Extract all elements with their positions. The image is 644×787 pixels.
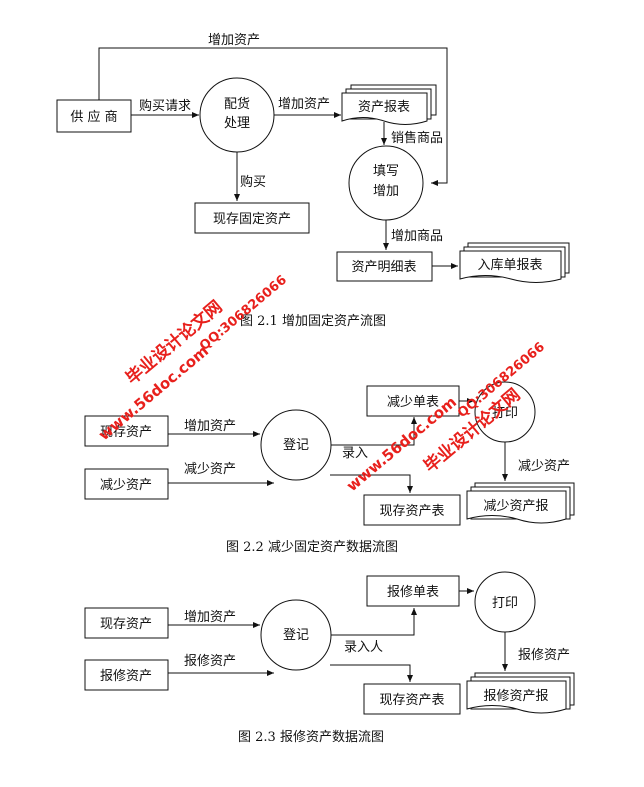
flow-add-asset-top xyxy=(98,47,448,186)
flow-to-current-table xyxy=(330,474,413,493)
current-asset-table-label: 现存资产表 xyxy=(379,504,444,519)
inbound-report-box xyxy=(459,250,562,283)
label-purchase: 购买 xyxy=(240,174,266,190)
inbound-report-label: 入库单报表 xyxy=(477,257,542,273)
print-label: 打印 xyxy=(492,406,518,421)
label-add-asset-top: 增加资产 xyxy=(208,33,260,48)
repair-form-label: 报修单表 xyxy=(387,585,439,600)
process-dispatch-line1: 配货 xyxy=(224,96,250,112)
label-record-person: 录入人 xyxy=(344,640,383,655)
supplier-label: 供 应 商 xyxy=(70,109,117,125)
reduce-assets-box xyxy=(84,468,169,500)
figure-2-3: 现存资产 报修资产 增加资产 报修资产 登记 录入人 报修单表 打印 报修资产 … xyxy=(84,571,575,745)
label-fig3-repair: 报修资产 xyxy=(184,654,236,669)
fig3-current-asset-table-box xyxy=(363,683,461,715)
label-fig3-repair2: 报修资产 xyxy=(518,648,570,663)
asset-detail-box xyxy=(336,251,433,282)
flow-fig3-to-current-table xyxy=(330,664,413,682)
label-sell-goods: 销售商品 xyxy=(391,130,443,146)
label-record: 录入 xyxy=(342,446,368,461)
repair-report-box xyxy=(466,680,567,714)
repair-report-label: 报修资产报 xyxy=(483,689,548,704)
fig3-current-assets-box xyxy=(84,607,169,639)
repair-form-box xyxy=(366,575,460,607)
figure-2-2: 现存资产 减少资产 增加资产 减少资产 登记 录入 减少单表 打印 减少资产 现… xyxy=(84,381,575,555)
fig3-current-asset-table-label: 现存资产表 xyxy=(379,693,444,708)
reduce-form-box xyxy=(366,385,460,417)
fig3-print-label: 打印 xyxy=(492,596,518,611)
label-add-asset-mid: 增加资产 xyxy=(278,97,330,112)
caption-fig-2-1: 图 2.1 增加固定资产流图 xyxy=(240,314,386,329)
current-fixed-assets-box xyxy=(194,202,310,234)
process-fill-add-line2: 增加 xyxy=(373,184,399,199)
fig3-current-assets-label: 现存资产 xyxy=(100,617,152,632)
fig3-register-label: 登记 xyxy=(283,628,309,643)
repair-assets-box xyxy=(84,659,169,691)
reduce-report-label: 减少资产报 xyxy=(483,499,548,514)
label-add-goods: 增加商品 xyxy=(391,229,443,244)
flow-to-repair-form xyxy=(331,608,417,636)
current-asset-table-box xyxy=(363,494,461,526)
register-label: 登记 xyxy=(283,438,309,453)
repair-assets-label: 报修资产 xyxy=(100,669,152,684)
process-fill-add-line1: 填写 xyxy=(373,164,399,179)
process-dispatch-line2: 处理 xyxy=(224,116,250,131)
reduce-assets-label: 减少资产 xyxy=(100,478,152,493)
label-purchase-request: 购买请求 xyxy=(139,98,191,114)
caption-fig-2-3: 图 2.3 报修资产数据流图 xyxy=(238,730,384,745)
label-fig2-reduce: 减少资产 xyxy=(184,462,236,477)
current-fixed-assets-label: 现存固定资产 xyxy=(213,212,291,227)
reduce-form-label: 减少单表 xyxy=(387,395,439,410)
label-fig2-add: 增加资产 xyxy=(184,419,236,434)
reduce-report-box xyxy=(466,490,567,524)
caption-fig-2-2: 图 2.2 减少固定资产数据流图 xyxy=(226,540,398,555)
asset-report-box xyxy=(341,92,428,125)
process-fill-add-circle xyxy=(348,145,424,221)
label-fig2-reduce2: 减少资产 xyxy=(518,459,570,474)
supplier-box xyxy=(56,99,132,133)
label-fig3-add: 增加资产 xyxy=(184,610,236,625)
asset-report-label: 资产报表 xyxy=(358,100,410,115)
asset-detail-label: 资产明细表 xyxy=(351,260,416,275)
current-assets-label: 现存资产 xyxy=(100,425,152,440)
figure-2-1: 增加资产 供 应 商 购买请求 配货 处理 增加资产 资产报表 销售商品 填写 … xyxy=(56,33,570,329)
flow-to-reduce-form xyxy=(331,417,417,446)
current-assets-box xyxy=(84,415,169,447)
process-dispatch-circle xyxy=(199,77,275,153)
